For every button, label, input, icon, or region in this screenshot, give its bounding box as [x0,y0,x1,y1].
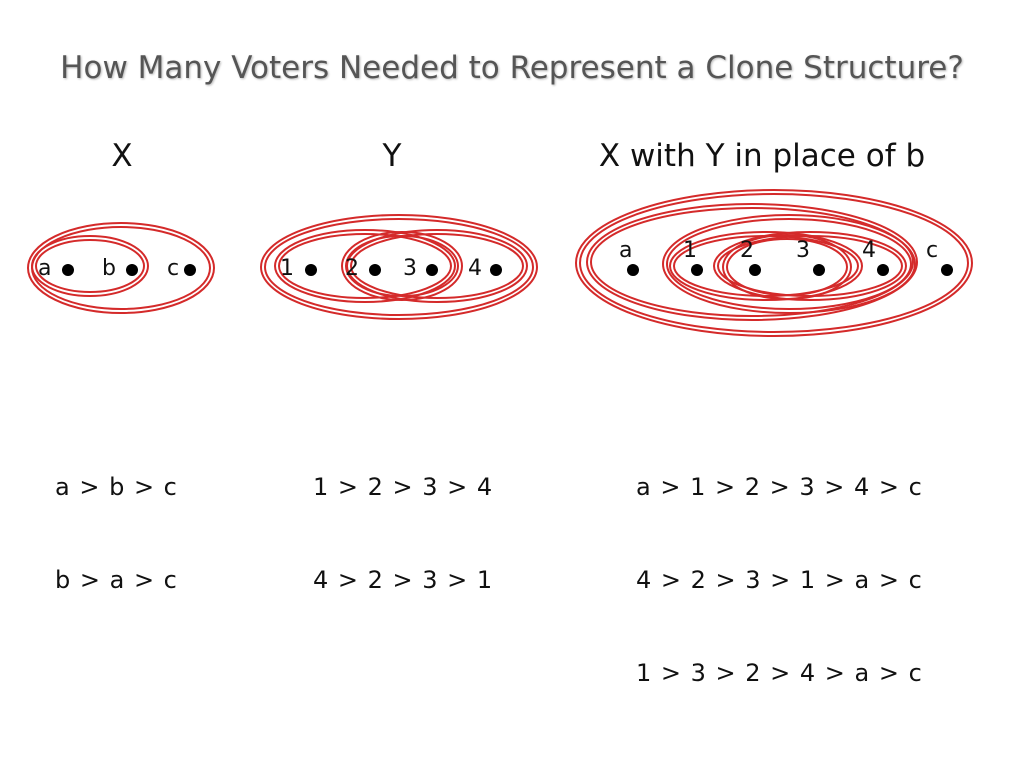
point-marker [490,264,502,276]
panel-y-diagram [260,214,538,320]
point-marker [426,264,438,276]
ellipse-y-outer-1 [260,214,538,320]
point-marker [184,264,196,276]
point-label: b [102,256,116,281]
point-label: c [926,238,938,263]
point-label: c [167,256,179,281]
point-marker [627,264,639,276]
slide-title: How Many Voters Needed to Represent a Cl… [60,50,964,86]
point-label: a [619,238,632,263]
ranking-line: 4 > 2 > 3 > 1 > a > c [636,566,923,594]
point-marker [691,264,703,276]
panel-heading-x: X [111,138,133,174]
panel-combined-diagram [575,189,973,337]
panel-x-diagram [27,222,215,314]
ellipse-c-outer-2 [579,193,969,333]
panel-x-points: a b c [38,256,196,281]
point-label: 2 [740,238,754,263]
panel-y-points: 1 2 3 4 [280,256,502,281]
point-marker [369,264,381,276]
point-label: 1 [683,238,697,263]
rankings-y: 1 > 2 > 3 > 4 4 > 2 > 3 > 1 [313,410,493,627]
point-marker [813,264,825,276]
point-label: 3 [796,238,810,263]
ellipse-y-23-1 [341,231,463,301]
point-label: 4 [862,238,876,263]
ellipse-c-1234-2 [666,218,912,310]
ellipse-c-a1234-1 [586,203,918,321]
panel-combined-points: a 1 2 3 4 c [619,238,953,276]
point-label: 4 [468,256,482,281]
ellipse-c-1234-1 [662,214,916,314]
panel-heading-combined: X with Y in place of b [598,138,926,174]
ranking-line: a > 1 > 2 > 3 > 4 > c [636,473,923,501]
point-marker [749,264,761,276]
point-marker [941,264,953,276]
point-marker [62,264,74,276]
ellipse-x-ab-2 [35,239,145,293]
ranking-line: 1 > 3 > 2 > 4 > a > c [636,659,923,687]
point-label: a [38,256,51,281]
ranking-line: 1 > 2 > 3 > 4 [313,473,494,501]
ellipse-y-234-2 [350,233,524,299]
ellipse-y-123-2 [278,233,452,299]
point-label: 3 [403,256,417,281]
ellipse-x-outer-2 [31,226,211,310]
ellipse-c-23-1 [722,234,852,300]
ranking-line: a > b > c [55,473,178,501]
point-label: 2 [345,256,359,281]
ellipse-c-234-1 [713,231,907,301]
ranking-line: 4 > 2 > 3 > 1 [313,566,494,594]
ellipse-x-outer-1 [27,222,215,314]
panel-heading-y: Y [382,138,402,174]
point-marker [305,264,317,276]
ellipse-y-23-2 [345,235,459,297]
ellipse-y-outer-2 [264,218,534,316]
ellipse-x-ab-1 [31,235,149,297]
ranking-line: b > a > c [55,566,178,594]
ellipse-y-123-1 [274,229,456,303]
rankings-x: a > b > c b > a > c [55,410,178,627]
ellipse-c-outer-1 [575,189,973,337]
ellipse-c-123-1 [669,231,863,301]
ellipse-c-23-2 [726,238,848,296]
point-marker [126,264,138,276]
point-marker [877,264,889,276]
rankings-combined: a > 1 > 2 > 3 > 4 > c 4 > 2 > 3 > 1 > a … [636,410,923,720]
ellipse-c-a1234-2 [590,207,914,317]
point-label: 1 [280,256,294,281]
